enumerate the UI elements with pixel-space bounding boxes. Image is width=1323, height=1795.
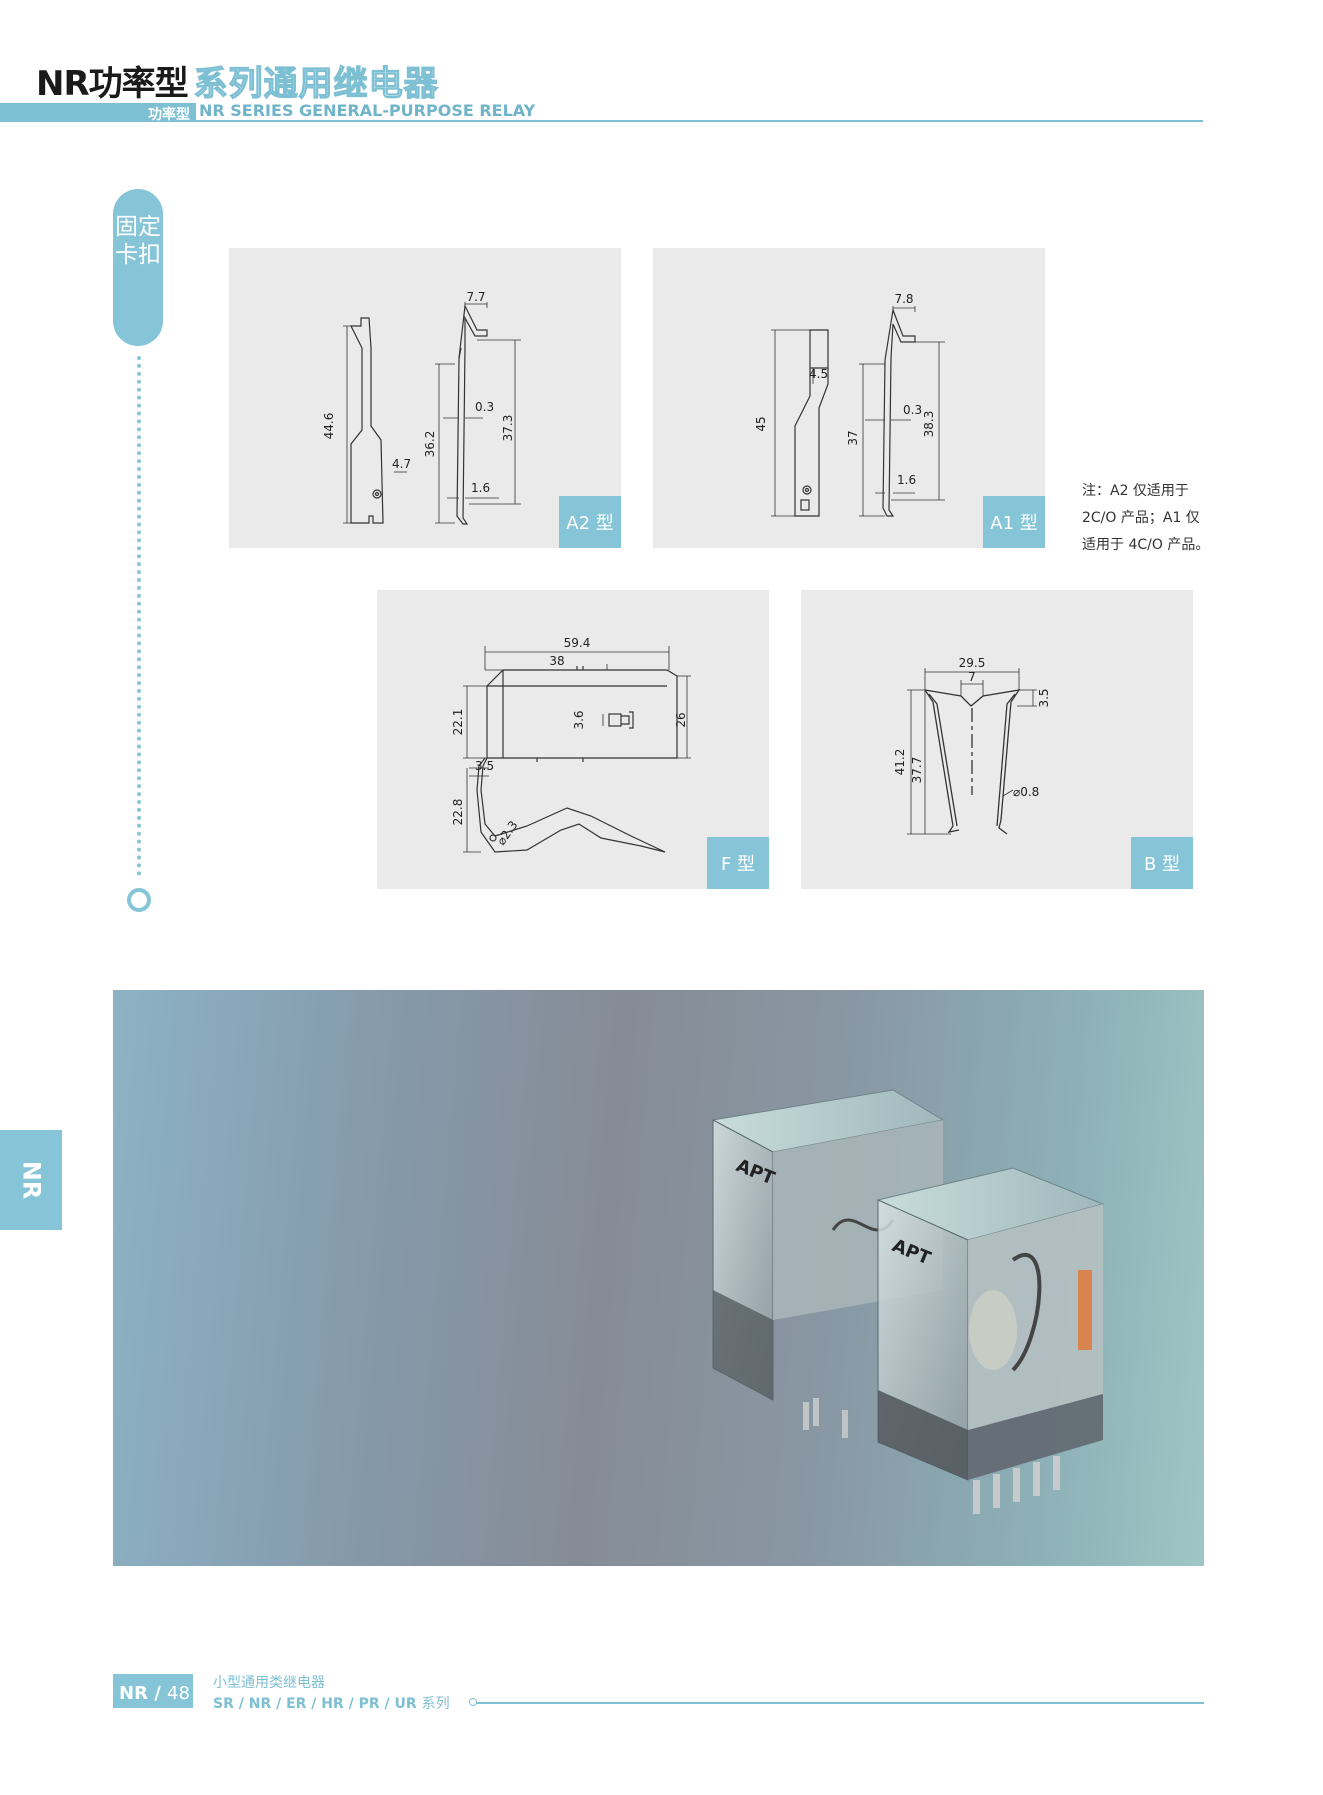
a1-dim-labels: 7.8 45 37 38.3 0.3 1.6 4.5 bbox=[754, 292, 936, 487]
dim-label: 7 bbox=[968, 670, 976, 684]
tag-a1: A1 型 bbox=[983, 496, 1045, 548]
relay-product-photo: APT APT bbox=[113, 990, 1204, 1566]
footer-band bbox=[113, 1674, 193, 1708]
title-strong: 功率型 bbox=[88, 64, 189, 104]
dim-label: 37 bbox=[846, 430, 860, 445]
relay-illustration: APT APT bbox=[711, 1089, 1105, 1514]
dim-label: 1.6 bbox=[897, 473, 916, 487]
page-num: 48 bbox=[167, 1683, 190, 1704]
dim-label: 44.6 bbox=[322, 413, 336, 440]
dim-label: 0.3 bbox=[903, 403, 922, 417]
series-list: SR / NR / ER / HR / PR / UR bbox=[213, 1696, 417, 1712]
dim-label: 37.3 bbox=[501, 415, 515, 442]
tag-a2: A2 型 bbox=[559, 496, 621, 548]
panel-b: 29.5 7 3.5 41.2 37.7 ⌀0.8 B 型 bbox=[801, 590, 1193, 889]
a1-drawing: 7.8 45 37 38.3 0.3 1.6 4.5 bbox=[754, 292, 945, 517]
footer-ring-icon bbox=[469, 1698, 477, 1706]
series-suffix: 系列 bbox=[421, 1696, 450, 1712]
dim-label: 3.5 bbox=[475, 759, 494, 773]
dim-label: 7.7 bbox=[466, 290, 485, 304]
dim-label: 3.6 bbox=[572, 710, 586, 729]
nr-tab-label: NR bbox=[16, 1160, 45, 1200]
a2-dim-labels: 7.7 44.6 36.2 37.3 0.3 1.6 4.7 bbox=[322, 290, 515, 495]
dim-label: 7.8 bbox=[894, 292, 913, 306]
section-label: 固定卡扣 bbox=[115, 214, 161, 268]
relay-front: APT bbox=[876, 1167, 1105, 1514]
dim-label: 4.7 bbox=[392, 457, 411, 471]
section-ring-icon bbox=[127, 888, 151, 912]
dim-label: 38.3 bbox=[922, 411, 936, 438]
header-band-label: 功率型 bbox=[148, 107, 190, 123]
b-dim-labels: 29.5 7 3.5 41.2 37.7 ⌀0.8 bbox=[893, 656, 1051, 799]
panel-a1: 7.8 45 37 38.3 0.3 1.6 4.5 A1 型 bbox=[653, 248, 1045, 548]
header-rule bbox=[196, 120, 1203, 122]
tag-f: F 型 bbox=[707, 837, 769, 889]
header-subtitle: NR SERIES GENERAL-PURPOSE RELAY bbox=[199, 101, 536, 120]
footer-series: SR / NR / ER / HR / PR / UR 系列 bbox=[213, 1693, 450, 1713]
footer-category: 小型通用类继电器 bbox=[213, 1675, 325, 1691]
dim-label: 3.5 bbox=[1037, 688, 1051, 707]
dim-label: ⌀2.3 bbox=[494, 818, 521, 848]
page-number: NR / 48 bbox=[119, 1683, 190, 1704]
nr-side-tab: NR bbox=[0, 1130, 62, 1230]
dim-label: 59.4 bbox=[564, 636, 591, 650]
dim-label: 41.2 bbox=[893, 749, 907, 776]
dim-label: 22.1 bbox=[451, 709, 465, 736]
panel-a2: 7.7 44.6 36.2 37.3 0.3 1.6 4.7 A2 型 bbox=[229, 248, 621, 548]
footer-rule bbox=[476, 1702, 1204, 1704]
usage-note: 注：A2 仅适用于 2C/O 产品；A1 仅适用于 4C/O 产品。 bbox=[1082, 483, 1210, 553]
dim-label: 45 bbox=[754, 416, 768, 431]
dim-label: ⌀0.8 bbox=[1013, 785, 1039, 799]
dim-label: 22.8 bbox=[451, 799, 465, 826]
dim-label: 36.2 bbox=[423, 431, 437, 458]
header-band: 功率型 bbox=[0, 103, 196, 123]
dim-label: 1.6 bbox=[471, 481, 490, 495]
page-prefix: NR / bbox=[119, 1683, 161, 1704]
section-pill: 固定卡扣 bbox=[113, 189, 163, 346]
panel-f: 59.4 38 22.1 26 3.6 3.5 22.8 ⌀2.3 F 型 bbox=[377, 590, 769, 889]
dim-label: 37.7 bbox=[910, 757, 924, 784]
dim-label: 4.5 bbox=[809, 367, 828, 381]
b-drawing: 29.5 7 3.5 41.2 37.7 ⌀0.8 bbox=[893, 656, 1051, 835]
dim-label: 0.3 bbox=[475, 400, 494, 414]
dim-label: 26 bbox=[674, 712, 688, 727]
tag-b: B 型 bbox=[1131, 837, 1193, 889]
brand-text: NR bbox=[36, 64, 90, 104]
section-dotted-line bbox=[137, 356, 141, 876]
f-drawing: 59.4 38 22.1 26 3.6 3.5 22.8 ⌀2.3 bbox=[451, 636, 691, 853]
dim-label: 29.5 bbox=[959, 656, 986, 670]
title-light: 系列通用继电器 bbox=[193, 63, 439, 104]
page-title: NR功率型系列通用继电器 bbox=[36, 56, 439, 105]
dim-label: 38 bbox=[549, 654, 564, 668]
a2-drawing: 7.7 44.6 36.2 37.3 0.3 1.6 4.7 bbox=[322, 290, 521, 525]
